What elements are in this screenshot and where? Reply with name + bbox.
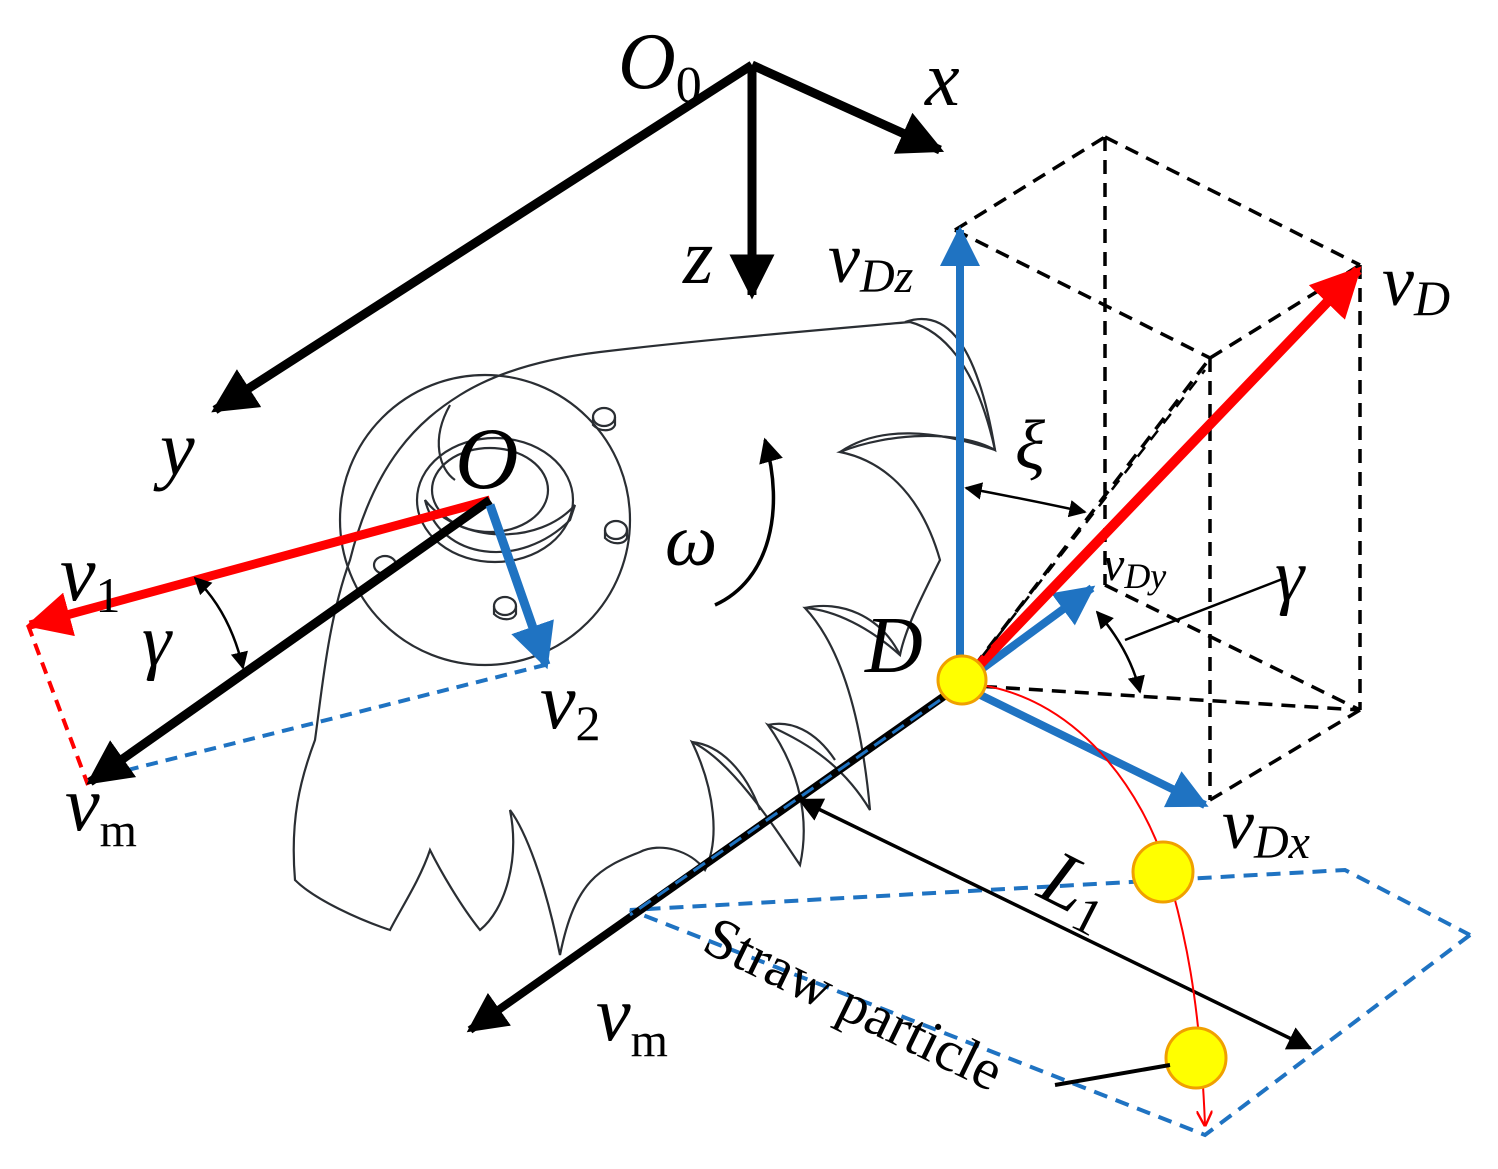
bolt-hole-2-depth: [603, 530, 629, 545]
label-xi: ξ: [1015, 407, 1045, 484]
straw-particle-leader: [1054, 1063, 1171, 1087]
vm-blue-overlay: [629, 698, 941, 917]
bolt-hole-2: [603, 519, 629, 541]
bolt-hole-1-depth: [591, 417, 617, 432]
blade-outline: [292, 320, 997, 956]
blade-tooth-1: [904, 317, 997, 451]
label-vdz: vDz: [828, 218, 914, 303]
label-vdx: vDx: [1222, 784, 1310, 869]
gamma-right-leader: [1124, 576, 1286, 642]
bolt-hole-3-depth: [492, 606, 518, 621]
label-vd: vD: [1382, 241, 1450, 326]
label-point-d: D: [864, 602, 923, 690]
particle-at-d: [936, 654, 988, 706]
xi-arc: [964, 482, 1087, 518]
omega-rotation-arrow: [714, 437, 783, 607]
hub-inner: [430, 446, 550, 534]
blade-tooth-3: [804, 604, 901, 656]
x-axis-arrow: [750, 60, 945, 155]
label-gamma-left: γ: [142, 600, 173, 682]
label-omega: ω: [665, 500, 717, 582]
v1-arrow: [25, 495, 492, 637]
v2-arrow: [485, 503, 554, 670]
label-vm-left: vm: [65, 760, 137, 857]
l1-arrow: [797, 798, 1313, 1050]
blade-tooth-2: [839, 432, 996, 453]
vdx-arrow: [958, 681, 1209, 809]
particle-mid: [1131, 840, 1195, 904]
label-straw-particle: Straw particle: [694, 903, 1013, 1103]
global-axes: [211, 60, 945, 414]
label-y-axis: y: [153, 405, 195, 492]
hub-arc-left: [437, 404, 456, 481]
particle-bottom: [1164, 1026, 1228, 1090]
hub-flange: [423, 499, 577, 553]
straw-plane-outline: [629, 867, 1472, 1138]
left-velocity-triangle: [25, 495, 554, 786]
blade-drawing: [292, 317, 997, 956]
vectors-at-d: [466, 226, 1362, 1050]
bolt-hole-3: [492, 595, 518, 617]
y-axis-arrow: [211, 61, 755, 414]
v1-red-dashed-side: [26, 624, 90, 786]
blade-tooth-5: [691, 740, 762, 811]
label-v1: v1: [60, 530, 121, 623]
bolt-hole-1: [591, 406, 617, 428]
label-center-o: O: [455, 411, 519, 508]
gamma-right-arc: [1095, 610, 1145, 694]
label-l1: L1: [1023, 832, 1128, 948]
gamma-left-arc: [193, 576, 248, 670]
vd-dash-overlay: [969, 369, 1206, 673]
blade-tooth-4: [767, 722, 836, 761]
hub-ring: [415, 436, 575, 564]
particle-trajectory: [936, 654, 1228, 1125]
hub-outer-circle: [338, 373, 632, 667]
label-origin-frame: O0: [618, 18, 702, 114]
label-z-axis: z: [682, 213, 713, 300]
vd-arrow: [956, 266, 1362, 689]
label-v2: v2: [540, 658, 601, 751]
label-vdy: vDy: [1103, 538, 1166, 596]
label-x-axis: x: [924, 35, 960, 122]
vm-arrow-left: [86, 496, 493, 786]
label-vm-bottom: vm: [596, 970, 668, 1067]
label-gamma-right: γ: [1275, 535, 1306, 617]
